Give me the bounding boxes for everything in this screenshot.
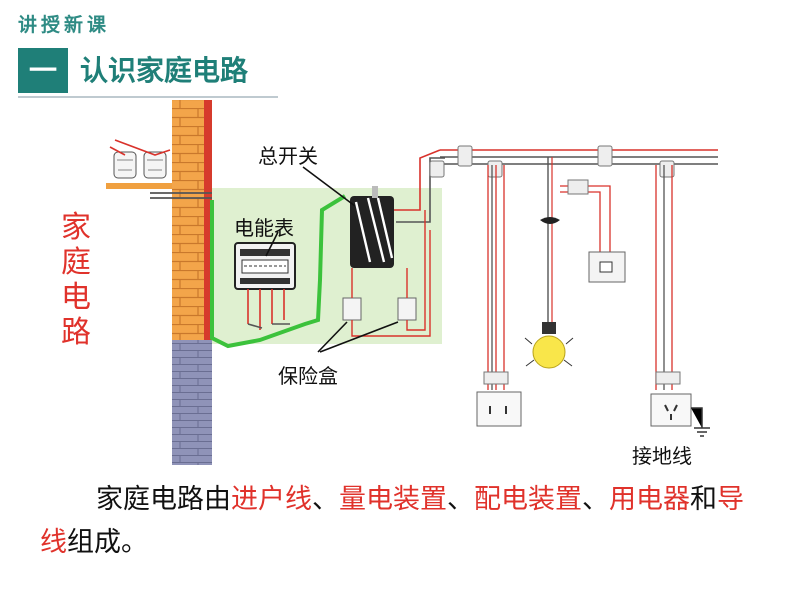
insulator-bracket [106, 183, 172, 189]
title-divider [18, 96, 278, 98]
side-label-char: 庭 [61, 245, 91, 280]
wall-switch [588, 251, 626, 283]
household-circuit-diagram [106, 100, 718, 465]
page-title: 认识家庭电路 [80, 54, 249, 87]
electric-meter [234, 242, 296, 290]
section-number-badge: 一 [18, 48, 68, 93]
side-label-char: 家 [61, 210, 91, 245]
lamp-holder-icon [540, 217, 560, 224]
three-pin-outlet [650, 393, 692, 427]
fuse-box-label: 保险盒 [278, 364, 338, 388]
main-switch-label: 总开关 [258, 144, 318, 168]
ground-wire-label: 接地线 [632, 444, 692, 468]
two-pin-outlet [476, 391, 522, 427]
main-switch [350, 186, 394, 268]
side-label-char: 电 [61, 280, 91, 315]
section-tag: 讲授新课 [18, 14, 111, 36]
fuse-box [342, 297, 417, 321]
summary-text: 家庭电路由进户线、量电装置、配电装置、用电器和导线组成。 [40, 484, 744, 558]
light-bulb-icon [524, 322, 574, 369]
meter-label: 电能表 [234, 216, 294, 240]
side-label: 家 庭 电 路 [58, 210, 94, 350]
insulator-icon [113, 151, 167, 179]
ground-symbol-icon [691, 407, 710, 437]
brick-wall-lower [172, 340, 212, 465]
side-label-char: 路 [61, 315, 91, 350]
